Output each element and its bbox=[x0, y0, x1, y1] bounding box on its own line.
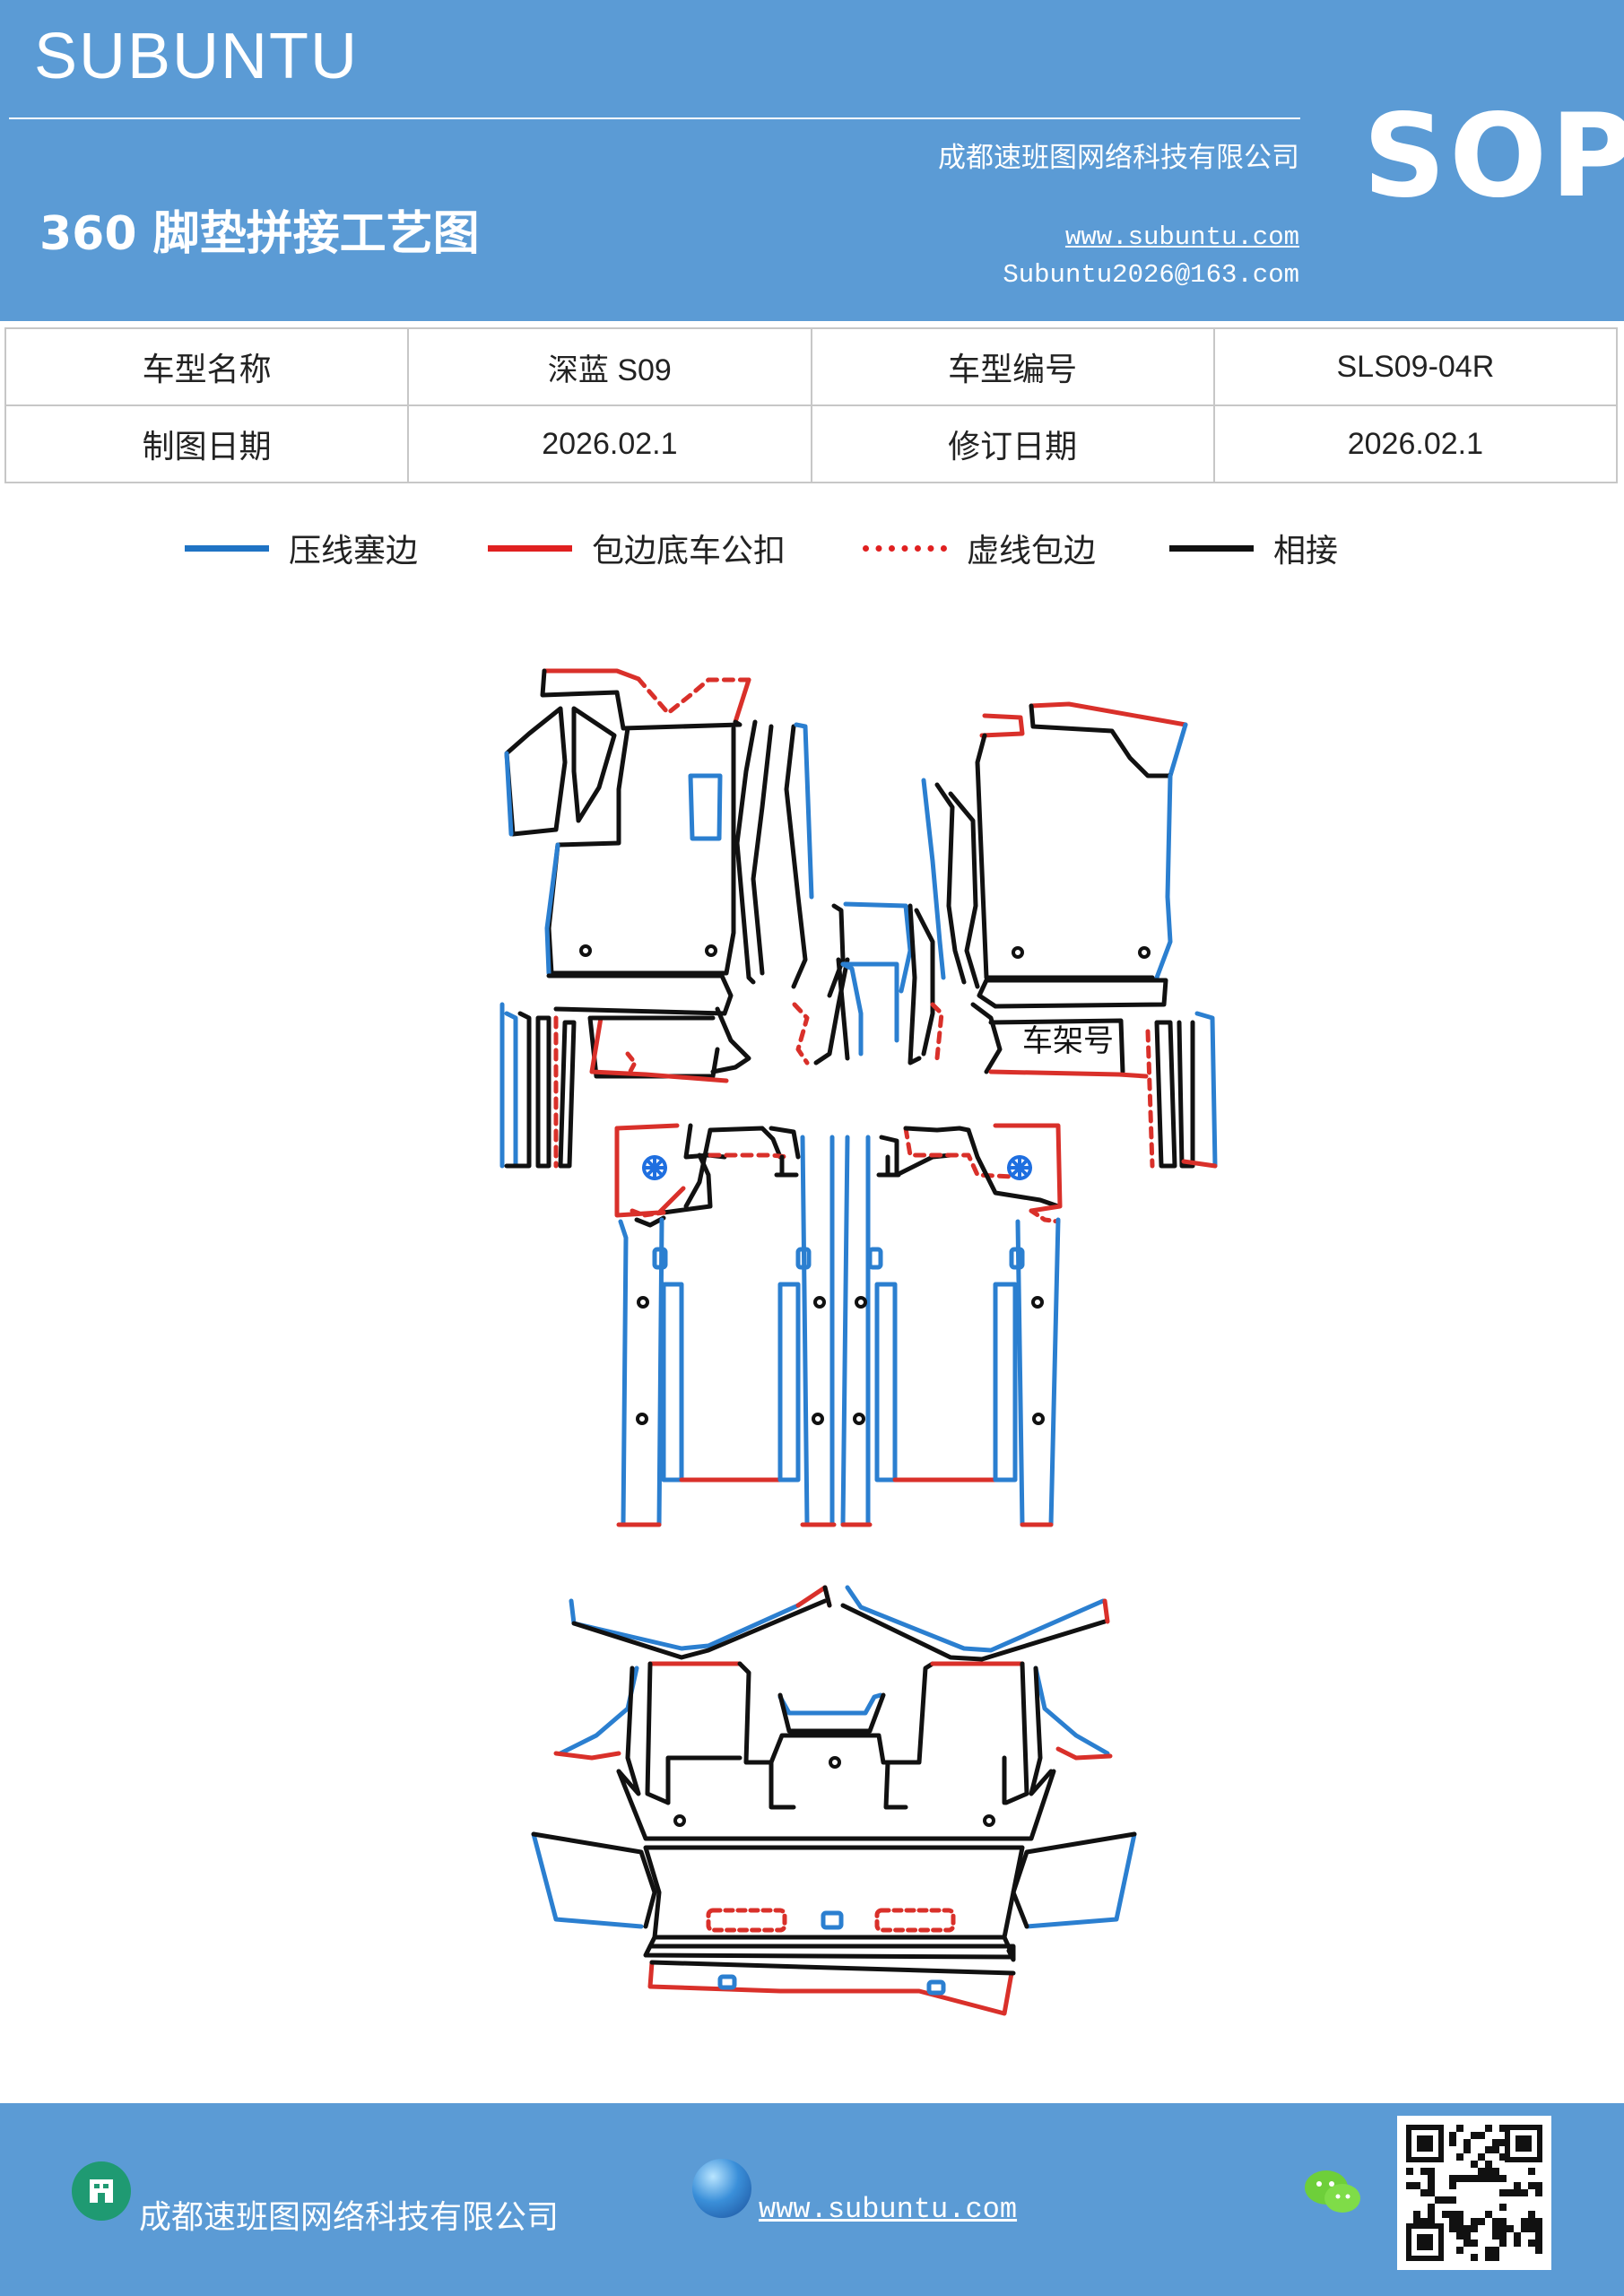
wechat-icon[interactable] bbox=[1302, 2166, 1365, 2223]
right-sill-strips bbox=[970, 1002, 1218, 1169]
legend-swatch-join bbox=[1169, 544, 1254, 552]
line-legend: 压线塞边 包边底车公扣 虚线包边 相接 bbox=[0, 525, 1624, 578]
legend-label: 包边底车公扣 bbox=[592, 533, 786, 570]
qr-code[interactable] bbox=[1397, 2116, 1551, 2270]
footer-banner: 成都速班图网络科技有限公司 www.subuntu.com bbox=[0, 2103, 1624, 2296]
clip-icon-left bbox=[642, 1155, 667, 1180]
legend-item-dashed: 虚线包边 bbox=[863, 525, 1096, 571]
legend-label: 相接 bbox=[1273, 533, 1339, 570]
model-code-label: 车型编号 bbox=[810, 327, 1215, 406]
footer-company: 成都速班图网络科技有限公司 bbox=[139, 2199, 560, 2236]
legend-swatch-press bbox=[185, 544, 269, 552]
clip-icon-right bbox=[1007, 1155, 1032, 1180]
brand-name: SUBUNTU bbox=[34, 21, 360, 92]
footer-website-link[interactable]: www.subuntu.com bbox=[759, 2193, 1018, 2226]
building-icon bbox=[72, 2161, 131, 2221]
draw-date-label: 制图日期 bbox=[4, 404, 410, 483]
header-website-link[interactable]: www.subuntu.com bbox=[1064, 222, 1299, 252]
legend-label: 虚线包边 bbox=[967, 533, 1097, 570]
revise-date-label: 修订日期 bbox=[810, 404, 1215, 483]
legend-item-press: 压线塞边 bbox=[185, 525, 418, 571]
front-left-side-strips bbox=[734, 719, 814, 989]
model-name-value: 深蓝 S09 bbox=[407, 327, 812, 406]
front-left-mat bbox=[504, 668, 751, 1016]
legend-swatch-dashed bbox=[863, 544, 947, 552]
legend-label: 压线塞边 bbox=[289, 533, 419, 570]
second-row-left-mat bbox=[614, 1123, 837, 1527]
draw-date-value: 2026.02.1 bbox=[407, 404, 812, 483]
vin-label: 车架号 bbox=[1022, 1023, 1114, 1059]
rear-top-wings bbox=[569, 1585, 1110, 1662]
model-name-label: 车型名称 bbox=[4, 327, 410, 406]
sop-badge: SOP bbox=[1363, 90, 1624, 223]
legend-item-edge: 包边底车公扣 bbox=[488, 525, 786, 571]
left-sill-strips bbox=[499, 1002, 751, 1169]
revise-date-value: 2026.02.1 bbox=[1212, 404, 1619, 483]
page-title: 360 脚垫拼接工艺图 bbox=[39, 207, 480, 261]
rear-main-mat bbox=[531, 1661, 1137, 2016]
center-tunnel-piece bbox=[792, 901, 944, 1065]
legend-item-join: 相接 bbox=[1169, 525, 1338, 571]
second-row-right-mat bbox=[840, 1123, 1063, 1527]
table-row: 车型名称 深蓝 S09 车型编号 SLS09-04R bbox=[4, 327, 1619, 406]
header-divider bbox=[9, 117, 1300, 119]
header-email[interactable]: Subuntu2026@163.com bbox=[1003, 260, 1299, 290]
front-right-side-strips bbox=[921, 778, 980, 989]
table-row: 制图日期 2026.02.1 修订日期 2026.02.1 bbox=[4, 404, 1619, 483]
model-code-value: SLS09-04R bbox=[1212, 327, 1619, 406]
header-company: 成都速班图网络科技有限公司 bbox=[938, 142, 1299, 174]
header-banner: SUBUNTU 成都速班图网络科技有限公司 360 脚垫拼接工艺图 www.su… bbox=[0, 0, 1624, 321]
vehicle-info-table: 车型名称 深蓝 S09 车型编号 SLS09-04R 制图日期 2026.02.… bbox=[4, 327, 1619, 483]
globe-icon bbox=[692, 2159, 751, 2218]
legend-swatch-edge bbox=[488, 544, 572, 552]
front-right-mat bbox=[975, 701, 1188, 1009]
